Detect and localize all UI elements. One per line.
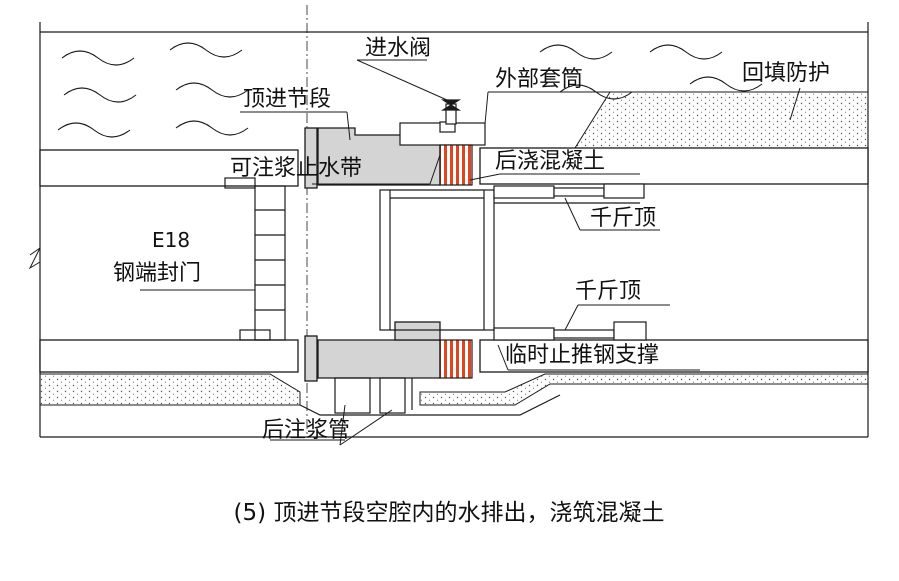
water-waves — [57, 42, 763, 138]
bottom-bedding — [39, 373, 301, 406]
label-inlet-valve: 进水阀 — [365, 36, 431, 61]
steel-end-door — [224, 177, 286, 341]
inner-frame — [379, 189, 495, 331]
upper-jack — [493, 183, 645, 204]
label-outer-sleeve: 外部套筒 — [495, 67, 583, 92]
post-cast-concrete-top — [439, 144, 473, 186]
grout-pipes — [334, 377, 413, 414]
label-post-grouting-pipe: 后注浆管 — [262, 418, 350, 443]
label-jack-upper: 千斤顶 — [590, 206, 656, 231]
label-jack-lower: 千斤顶 — [575, 279, 641, 304]
label-door-name: 钢端封门 — [113, 261, 201, 286]
tunnel-walls — [39, 147, 869, 373]
outer-sleeve — [399, 121, 486, 146]
jacking-segment — [304, 127, 441, 382]
backfill-area — [574, 91, 869, 149]
label-post-cast-concrete: 后浇混凝土 — [495, 149, 605, 174]
leader-lines — [140, 59, 801, 446]
trench-bottom — [299, 394, 561, 416]
label-temp-brace: 临时止推钢支撑 — [505, 343, 659, 368]
inlet-valve-symbol — [440, 99, 462, 125]
label-door-code: E18 — [152, 228, 190, 252]
label-jacking-segment: 顶进节段 — [243, 87, 331, 112]
label-backfill-protection: 回填防护 — [742, 61, 830, 86]
lower-jack — [493, 321, 647, 341]
post-cast-concrete-bottom — [439, 339, 473, 379]
outer-frame — [28, 5, 869, 438]
bottom-bedding-right — [419, 373, 869, 406]
label-groutable-waterstop: 可注浆止水带 — [230, 156, 362, 181]
figure-caption: (5) 顶进节段空腔内的水排出，浇筑混凝土 — [234, 500, 665, 526]
